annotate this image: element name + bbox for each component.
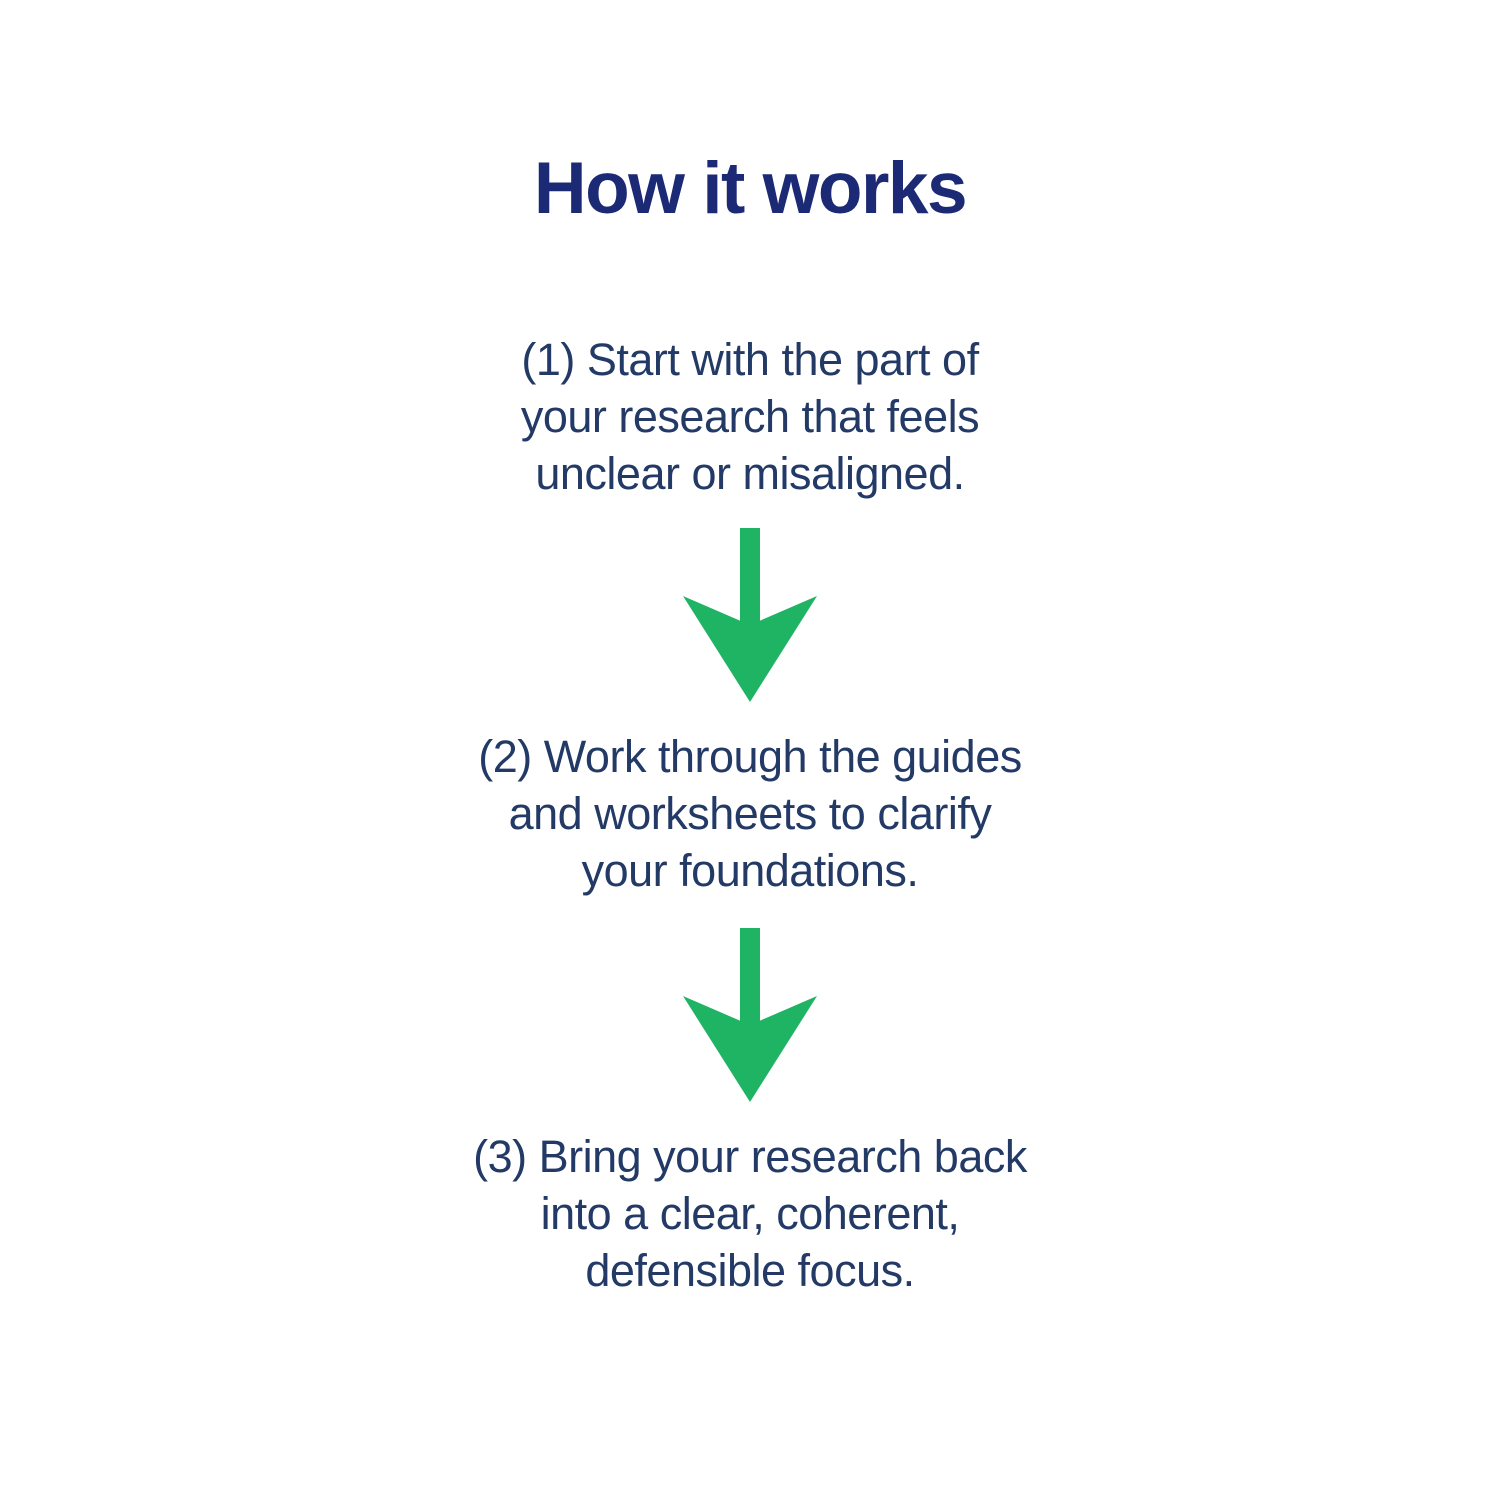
step-1-line-1: (1) Start with the part of <box>521 334 979 385</box>
step-1-line-2: your research that feels <box>520 391 980 442</box>
step-2-text: (2) Work through the guides and workshee… <box>0 728 1500 899</box>
down-arrow-icon <box>683 528 817 702</box>
step-2-line-1: (2) Work through the guides <box>478 731 1022 782</box>
step-1-line-3: unclear or misaligned. <box>535 448 965 499</box>
step-3-line-1: (3) Bring your research back <box>473 1131 1027 1182</box>
step-2-line-2: and worksheets to clarify <box>508 788 992 839</box>
page-title: How it works <box>533 148 968 229</box>
step-2-line-3: your foundations. <box>581 845 919 896</box>
step-3-text: (3) Bring your research back into a clea… <box>0 1128 1500 1299</box>
down-arrow-icon <box>683 928 817 1102</box>
step-1-text: (1) Start with the part of your research… <box>0 331 1500 502</box>
step-3-line-2: into a clear, coherent, <box>540 1188 960 1239</box>
step-3-line-3: defensible focus. <box>585 1245 915 1296</box>
